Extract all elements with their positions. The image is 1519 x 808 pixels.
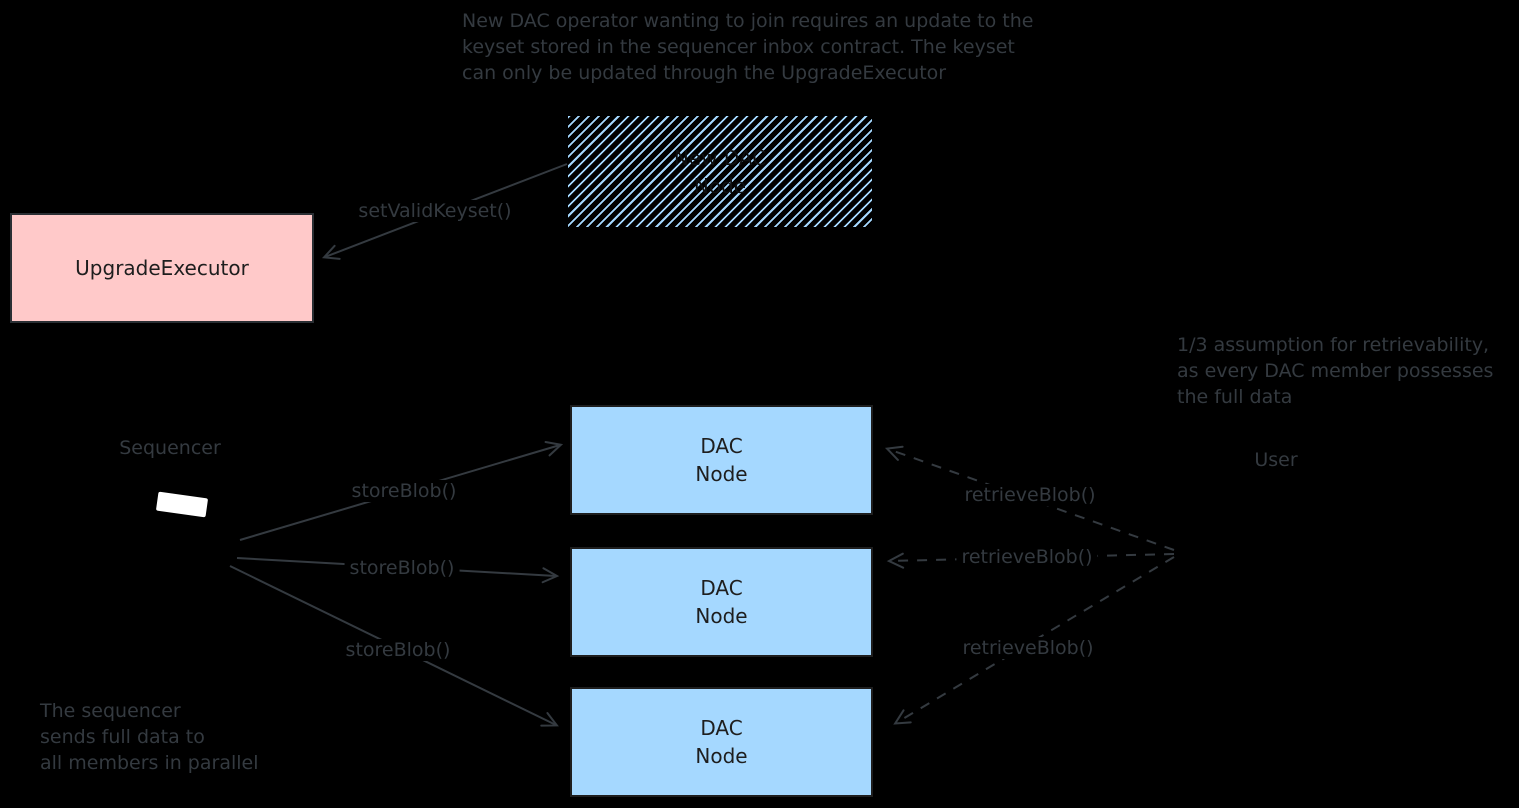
store-blob-label-1: storeBlob() (346, 480, 462, 502)
store-blob-label-2: storeBlob() (344, 557, 460, 579)
retrieve-blob-label-3: retrieveBlob() (957, 637, 1099, 659)
store-blob-label-3: storeBlob() (340, 639, 456, 661)
dac-node-label-2: DAC Node (695, 576, 748, 628)
sequencer-label: Sequencer (119, 437, 221, 459)
dac-node-label-1: DAC Node (695, 434, 748, 486)
new-dac-node-box: New DAC Node (568, 116, 872, 227)
dac-node-box-1: DAC Node (570, 405, 873, 515)
note-assumption: 1/3 assumption for retrievability, as ev… (1177, 334, 1494, 408)
set-valid-keyset-label: setValidKeyset() (353, 200, 517, 222)
retrieve-blob-label-2: retrieveBlob() (956, 546, 1098, 568)
new-dac-node-label: New DAC Node (673, 145, 767, 198)
user-label: User (1254, 449, 1298, 471)
dac-node-label-3: DAC Node (695, 716, 748, 768)
retrieve-blob-label-1: retrieveBlob() (959, 484, 1101, 506)
dac-node-box-3: DAC Node (570, 687, 873, 797)
upgrade-executor-box: UpgradeExecutor (10, 213, 314, 323)
sequencer-screen-shape (155, 491, 209, 518)
note-parallel: The sequencer sends full data to all mem… (40, 700, 259, 774)
upgrade-executor-label: UpgradeExecutor (75, 256, 249, 280)
dac-node-box-2: DAC Node (570, 547, 873, 657)
note-keyset-update: New DAC operator wanting to join require… (462, 10, 1034, 84)
